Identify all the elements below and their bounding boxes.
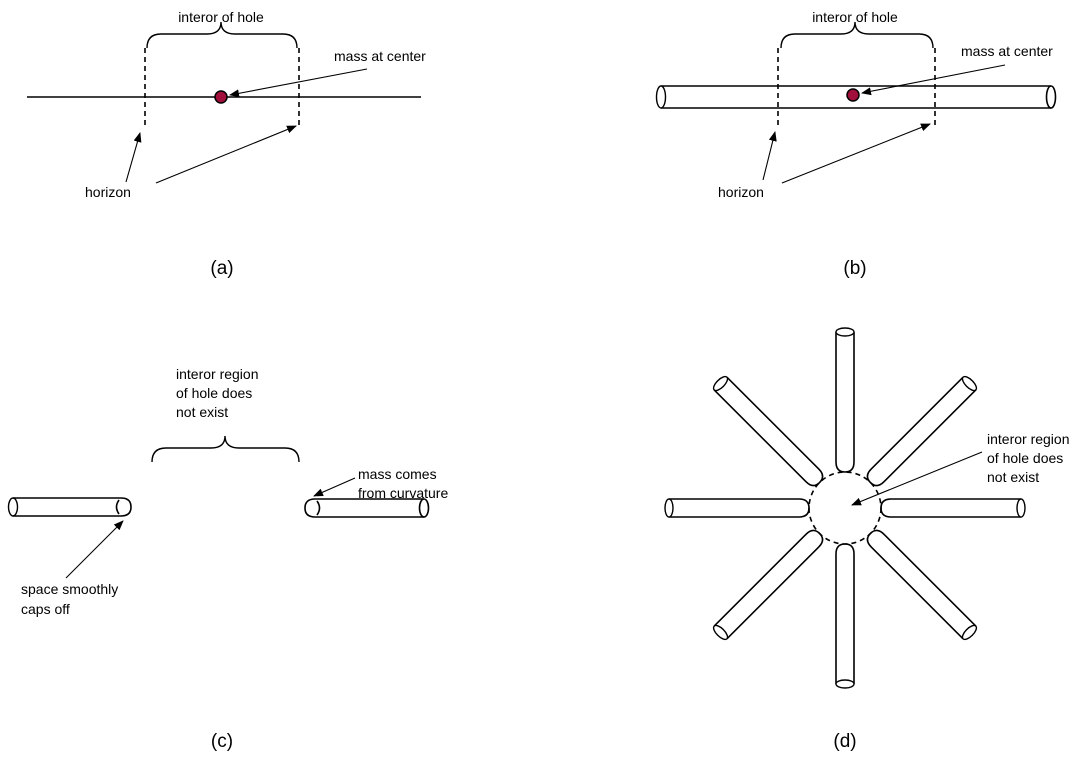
radial-tube-down-left: [712, 529, 824, 641]
panel-c-interior-brace: [151, 435, 300, 463]
panel-c-mass-arrow: [313, 477, 356, 497]
panel-c-cap-arrow: [65, 520, 124, 579]
panel-b-horizon-arrow-right: [781, 123, 931, 184]
panel-b-mass-arrow: [861, 64, 1006, 96]
panel-a-horizon-arrow-left: [125, 132, 142, 183]
panel-d: interor region of hole does not exist (d…: [664, 327, 1070, 752]
panel-d-interior-label-line-1: interor region: [987, 431, 1070, 447]
panel-d-radial-tubes: [664, 327, 1026, 689]
panel-b-interior-brace: [780, 21, 934, 49]
panel-c-interior-label-line-2: of hole does: [176, 385, 252, 401]
panel-c-cap-label-line-1: space smoothly: [21, 581, 118, 597]
panel-b: interor of hole mass at center horizon (…: [655, 9, 1057, 279]
panel-a-horizon-label: horizon: [85, 184, 131, 200]
panel-b-horizon-label: horizon: [718, 184, 764, 200]
panel-c-interior-label-line-1: interor region: [176, 366, 259, 382]
radial-tube-up-right: [866, 375, 978, 487]
panel-a-interior-brace: [146, 21, 298, 49]
panel-a: interor of hole mass at center horizon (…: [27, 9, 426, 279]
panel-a-interior-label: interor of hole: [178, 9, 264, 25]
panel-d-missing-interior-circle: [808, 471, 882, 545]
panel-b-mass-label: mass at center: [961, 43, 1053, 59]
panel-d-interior-label-line-3: not exist: [987, 469, 1039, 485]
panel-c-right-capped-tube: [304, 498, 430, 518]
panel-b-horizon-arrow-left: [762, 131, 777, 181]
panel-a-mass-arrow: [229, 68, 368, 98]
panel-b-caption: (b): [843, 258, 866, 279]
panel-d-caption: (d): [833, 731, 856, 752]
panel-c-mass-label-line-1: mass comes: [358, 466, 437, 482]
radial-tube-up: [835, 327, 855, 473]
panel-d-interior-arrow: [851, 451, 983, 506]
panel-b-mass-dot: [846, 88, 860, 102]
panel-d-interior-label-line-2: of hole does: [987, 450, 1063, 466]
panel-c: interor region of hole does not exist ma…: [7, 366, 448, 752]
radial-tube-down-right: [866, 529, 978, 641]
panel-c-caption: (c): [211, 731, 233, 752]
panel-a-mass-dot: [214, 90, 228, 104]
panel-c-left-capped-tube: [7, 497, 132, 517]
panel-c-cap-label-line-2: caps off: [21, 601, 70, 617]
panel-a-caption: (a): [210, 258, 233, 279]
panel-c-interior-label-line-3: not exist: [176, 404, 228, 420]
panel-c-mass-label-line-2: from curvature: [358, 485, 448, 501]
radial-tube-up-left: [712, 375, 824, 487]
panel-a-horizon-arrow-right: [155, 125, 297, 184]
radial-tube-left: [664, 498, 810, 518]
panel-b-space-tube: [655, 85, 1057, 109]
panel-b-interior-label: interor of hole: [812, 9, 898, 25]
radial-tube-down: [835, 543, 855, 689]
panel-a-mass-label: mass at center: [334, 48, 426, 64]
radial-tube-right: [880, 498, 1026, 518]
